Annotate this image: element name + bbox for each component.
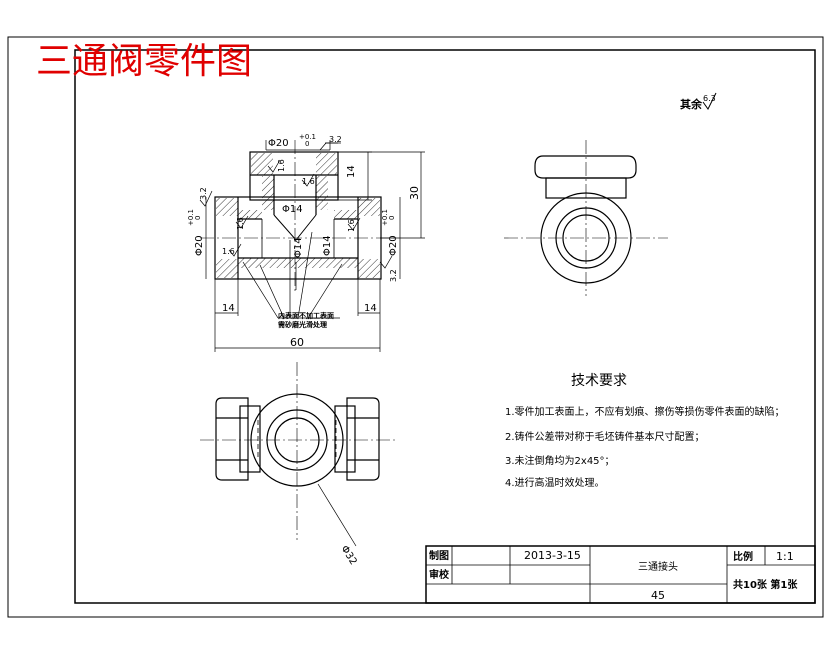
title-block-text: 制图 审校 2013-3-15 三通接头 45 比例 1:1 共10张 第1张 — [429, 549, 798, 602]
surface-finish-general: 其余 6.3 — [680, 92, 717, 111]
material: 45 — [651, 589, 665, 602]
surface-finish-prefix: 其余 — [680, 97, 703, 111]
machining-note: 内表面不加工表面 需砂磨光滑处理 — [278, 311, 336, 329]
drawn-date: 2013-3-15 — [524, 549, 581, 562]
drawing-title: 三通阀零件图 — [36, 41, 252, 82]
tech-item-3: 3.未注倒角均为2x45°； — [505, 454, 615, 467]
dim-tol-lower-top: 0 — [305, 140, 309, 148]
roughness-1-6-c: 1.6 — [236, 217, 245, 230]
top-view-left-hex — [215, 397, 249, 481]
dim-14-left: 14 — [222, 303, 235, 314]
side-view — [504, 140, 668, 296]
scale-value: 1:1 — [776, 550, 794, 563]
sheet-inner-frame — [74, 49, 816, 604]
dim-d14-b: Φ14 — [293, 237, 304, 258]
front-view-dimension-text: Φ20 +0.1 0 3.2 14 30 Φ20 +0.1 0 Φ20 +0.1… — [187, 133, 421, 349]
scale-label: 比例 — [733, 550, 753, 563]
dim-tol-upper-top: +0.1 — [299, 133, 316, 141]
checked-label: 审校 — [429, 568, 450, 581]
dim-d20-right: Φ20 — [388, 235, 399, 256]
top-view — [200, 362, 396, 547]
dim-tol-lower-left: 0 — [194, 216, 202, 220]
dim-d14-a: Φ14 — [282, 204, 303, 215]
title-block — [425, 545, 816, 604]
dim-tol-upper-left: +0.1 — [187, 209, 195, 226]
tech-item-1: 1.零件加工表面上，不应有划痕、擦伤等损伤零件表面的缺陷； — [505, 405, 785, 418]
dim-tol-upper-right: +0.1 — [381, 209, 389, 226]
dim-d14-c: Φ14 — [322, 235, 333, 256]
top-view-right-hex — [346, 397, 380, 481]
tech-heading: 技术要求 — [571, 373, 627, 389]
top-branch-outline — [249, 151, 339, 201]
dim-d20-top: Φ20 — [268, 138, 289, 149]
dim-d32: Φ32 — [338, 544, 358, 567]
part-name: 三通接头 — [638, 560, 678, 573]
roughness-1-6-d: 1.6 — [222, 247, 235, 256]
sheet-outer-border — [7, 36, 824, 618]
roughness-1-6-a: 1.6 — [277, 159, 286, 172]
drawn-label: 制图 — [429, 549, 449, 562]
dim-60: 60 — [290, 336, 304, 349]
side-view-hex-top — [534, 155, 637, 179]
roughness-1-6-b: 1.6 — [302, 177, 315, 186]
dim-14-top: 14 — [346, 165, 357, 178]
tech-item-4: 4.进行高温时效处理。 — [505, 476, 605, 489]
sheet-count: 共10张 第1张 — [733, 578, 798, 591]
dim-14-right: 14 — [364, 303, 377, 314]
dim-tol-lower-right: 0 — [388, 216, 396, 220]
roughness-3-2-right: 3.2 — [389, 269, 398, 282]
surface-finish-value: 6.3 — [703, 94, 716, 103]
roughness-1-6-e: 1.6 — [347, 219, 356, 232]
roughness-3-2-top: 3.2 — [329, 135, 342, 144]
roughness-check-icon — [702, 92, 717, 110]
roughness-3-2-left: 3.2 — [199, 187, 208, 200]
tech-item-2: 2.铸件公差带对称于毛坯铸件基本尺寸配置； — [505, 430, 705, 443]
dim-d20-left: Φ20 — [194, 235, 205, 256]
dim-30: 30 — [408, 186, 421, 200]
front-view-dimensions — [199, 140, 425, 352]
technical-requirements: 技术要求 1.零件加工表面上，不应有划痕、擦伤等损伤零件表面的缺陷； 2.铸件公… — [505, 373, 785, 489]
